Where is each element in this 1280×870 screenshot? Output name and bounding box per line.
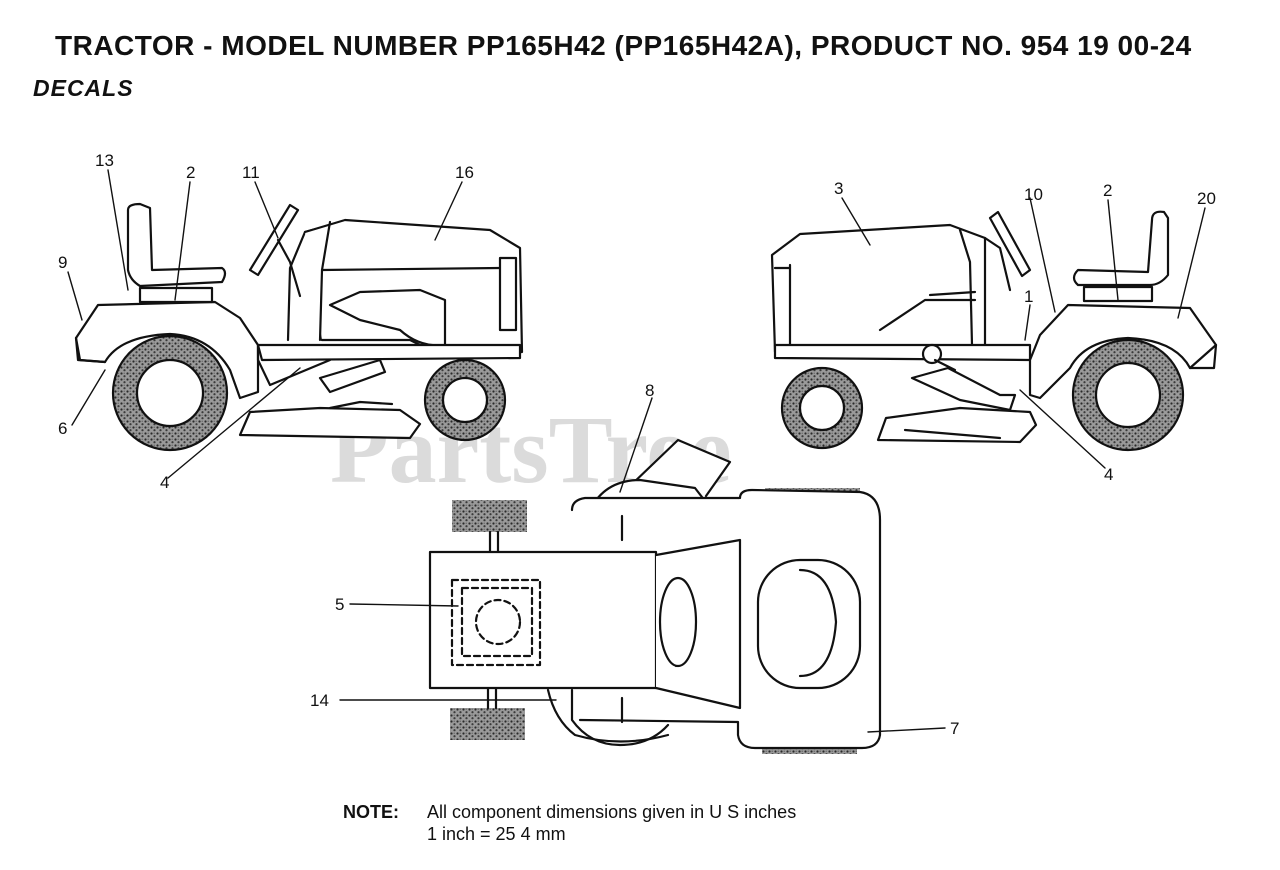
callout-2-left: 2 <box>186 163 195 182</box>
callout-11: 11 <box>242 163 260 182</box>
leader-lines <box>67 169 1206 733</box>
note-line-1: All component dimensions given in U S in… <box>427 802 797 822</box>
callout-2-right: 2 <box>1103 181 1112 200</box>
callout-8: 8 <box>645 381 654 400</box>
callout-4-left: 4 <box>160 473 169 492</box>
callout-labels: 13 2 11 16 9 6 4 3 10 2 20 1 4 8 5 14 7 <box>58 151 1216 738</box>
dimension-note: NOTE: All component dimensions given in U… <box>343 802 797 844</box>
callout-10: 10 <box>1024 185 1043 204</box>
tractor-right-side-view <box>770 210 1218 452</box>
callout-3: 3 <box>834 179 843 198</box>
note-line-2: 1 inch = 25 4 mm <box>427 824 566 844</box>
callout-1: 1 <box>1024 287 1033 306</box>
callout-14: 14 <box>310 691 329 710</box>
callout-7: 7 <box>950 719 959 738</box>
callout-5: 5 <box>335 595 344 614</box>
tractor-top-view <box>428 438 882 754</box>
note-label: NOTE: <box>343 802 399 822</box>
callout-20: 20 <box>1197 189 1216 208</box>
tractor-left-side-view <box>74 202 524 452</box>
section-subtitle: DECALS <box>33 75 134 101</box>
callout-6: 6 <box>58 419 67 438</box>
callout-16: 16 <box>455 163 474 182</box>
callout-13: 13 <box>95 151 114 170</box>
callout-9: 9 <box>58 253 67 272</box>
rear-tire-top-left <box>450 708 525 740</box>
front-tire-top-left <box>452 500 527 532</box>
page-title: TRACTOR - MODEL NUMBER PP165H42 (PP165H4… <box>55 30 1192 61</box>
callout-4-right: 4 <box>1104 465 1113 484</box>
